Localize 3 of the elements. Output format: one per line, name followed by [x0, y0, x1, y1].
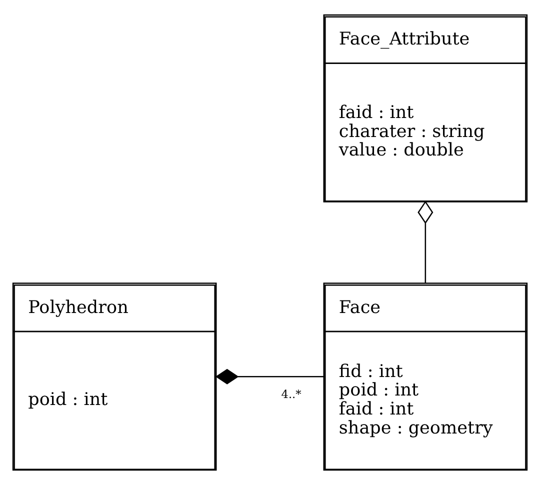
connector: [215, 368, 324, 384]
edge-label: 4..*: [281, 388, 302, 401]
connector: [418, 200, 434, 282]
